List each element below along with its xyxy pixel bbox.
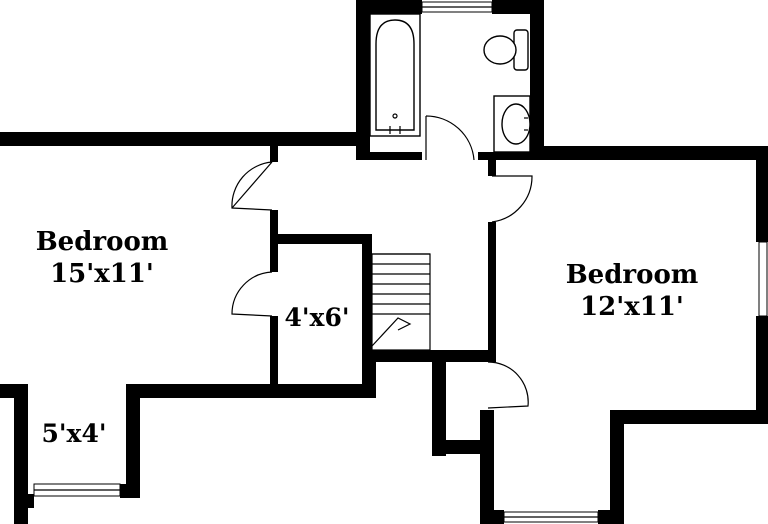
bathroom-wall-bottom-left [356, 152, 422, 160]
bathroom [356, 0, 544, 161]
door-swing-icon [231, 161, 533, 409]
closet-size: 4'x6' [284, 303, 349, 332]
bathroom-wall-left [356, 0, 370, 160]
bedroom-right-name: Bedroom [566, 260, 699, 290]
exterior-walls [0, 132, 768, 524]
bedroom-left-size: 15'x11' [50, 259, 154, 289]
right-window [758, 241, 768, 317]
sink-icon [493, 95, 531, 153]
toilet-icon [483, 29, 529, 71]
door-swing-icon [425, 115, 475, 161]
bathroom-wall-right [530, 0, 544, 160]
bathroom-wall-top-right [492, 0, 544, 14]
interior-walls [270, 146, 496, 524]
bedroom-right-size: 12'x11' [580, 292, 684, 322]
stairs-icon [371, 253, 431, 351]
bathroom-wall-top-left [356, 0, 422, 14]
bathtub-icon [369, 13, 421, 137]
bedroom-left-name: Bedroom [36, 227, 169, 257]
nook-size: 5'x4' [41, 419, 106, 448]
bathroom-wall-bottom-right [478, 152, 544, 160]
